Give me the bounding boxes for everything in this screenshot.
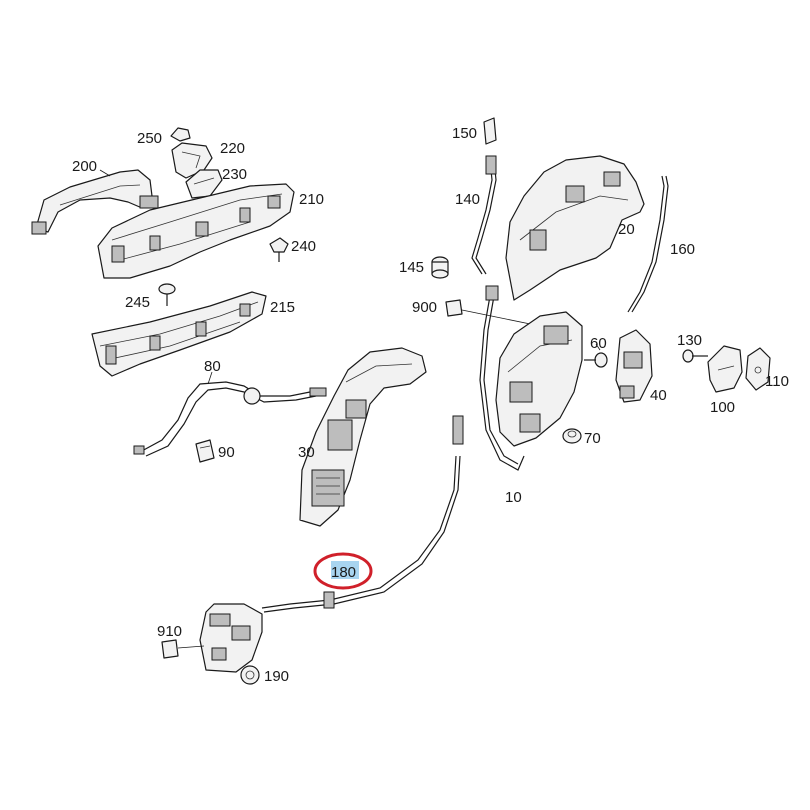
label-90: 90 <box>218 444 235 461</box>
label-30: 30 <box>298 444 315 461</box>
part-130-bolt[interactable] <box>682 349 708 363</box>
label-215: 215 <box>270 299 295 316</box>
label-220: 220 <box>220 140 245 157</box>
part-900-connector[interactable] <box>445 299 541 327</box>
label-60: 60 <box>590 335 607 352</box>
label-900: 900 <box>412 299 437 316</box>
part-200-door-handle[interactable] <box>31 169 159 235</box>
label-910: 910 <box>157 623 182 640</box>
part-150-clip[interactable] <box>483 117 497 145</box>
label-160: 160 <box>670 241 695 258</box>
part-240-screw[interactable] <box>269 237 289 262</box>
label-20: 20 <box>618 221 635 238</box>
label-110: 110 <box>765 373 789 390</box>
part-190-grommet[interactable] <box>240 665 260 685</box>
part-110-shim[interactable] <box>745 347 771 391</box>
part-60-screw[interactable] <box>584 343 608 368</box>
part-180-bowden-cable[interactable] <box>261 415 464 613</box>
part-145-grommet[interactable] <box>431 256 449 279</box>
label-180-highlight <box>313 552 373 590</box>
part-215-seal[interactable] <box>91 291 267 377</box>
part-210-handle-carrier[interactable] <box>97 183 295 279</box>
label-10: 10 <box>505 489 522 506</box>
part-160-rod[interactable] <box>627 175 669 313</box>
part-140-rod[interactable] <box>471 155 497 275</box>
label-130: 130 <box>677 332 702 349</box>
part-90-connector[interactable] <box>195 439 215 463</box>
part-40-bracket[interactable] <box>615 329 653 403</box>
part-910-actuator[interactable] <box>161 603 263 673</box>
label-200: 200 <box>72 158 97 175</box>
label-140: 140 <box>455 191 480 208</box>
label-150: 150 <box>452 125 477 142</box>
label-210: 210 <box>299 191 324 208</box>
part-30-lock-housing[interactable] <box>299 347 427 527</box>
label-100: 100 <box>710 399 735 416</box>
label-245: 245 <box>125 294 150 311</box>
label-230: 230 <box>222 166 247 183</box>
label-240: 240 <box>291 238 316 255</box>
label-145: 145 <box>399 259 424 276</box>
part-70-grommet[interactable] <box>562 428 582 444</box>
part-100-striker[interactable] <box>707 345 743 393</box>
label-40: 40 <box>650 387 667 404</box>
label-180: 180 <box>331 564 356 581</box>
part-10-door-lock[interactable] <box>479 285 583 471</box>
part-20-bracket[interactable] <box>505 155 645 301</box>
label-190: 190 <box>264 668 289 685</box>
part-250-clip[interactable] <box>170 127 191 142</box>
part-80-cable[interactable] <box>133 371 327 457</box>
label-250: 250 <box>137 130 162 147</box>
part-245-screw[interactable] <box>158 283 176 306</box>
label-70: 70 <box>584 430 601 447</box>
part-220-cap[interactable] <box>171 142 213 179</box>
part-230-bracket[interactable] <box>185 169 223 199</box>
label-80: 80 <box>204 358 221 375</box>
